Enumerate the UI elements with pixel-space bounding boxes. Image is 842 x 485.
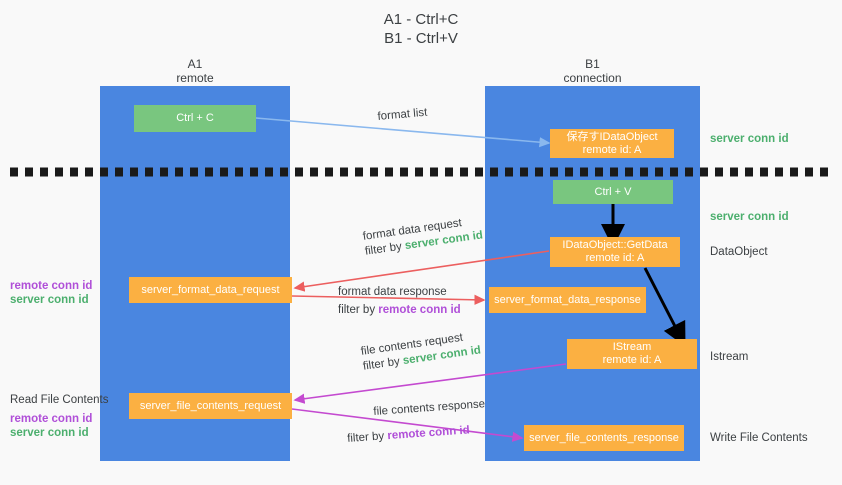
box-idataobject-save-line1: 保存すIDataObject (566, 130, 658, 143)
label-remote-conn-id-1: remote conn id (10, 280, 93, 292)
edge-label-file-contents-request: file contents request filter by server c… (360, 328, 482, 374)
box-server-file-contents-request-label: server_file_contents_request (139, 399, 282, 412)
box-server-file-contents-request[interactable]: server_file_contents_request (129, 393, 292, 419)
column-header-b1-name: B1 (585, 57, 600, 71)
label-server-conn-id-2: server conn id (10, 427, 89, 439)
label-server-conn-id-mid: server conn id (710, 211, 789, 223)
box-ctrl-c[interactable]: Ctrl + C (134, 105, 256, 132)
edge-label-format-list: format list (377, 106, 428, 125)
edge-label-format-data-request: format data request filter by server con… (362, 213, 484, 259)
title-line-2: B1 - Ctrl+V (384, 30, 458, 47)
column-header-a1-name: A1 (187, 57, 203, 71)
label-remote-conn-id-2: remote conn id (10, 413, 93, 425)
edge-label-format-data-response-line1: format data response (338, 286, 447, 298)
box-ctrl-c-label: Ctrl + C (176, 112, 214, 124)
title-line-1: A1 - Ctrl+C (383, 11, 459, 28)
box-idataobject-getdata-line1: IDataObject::GetData (562, 239, 668, 251)
box-server-format-data-response-label: server_format_data_response (494, 293, 641, 306)
label-server-conn-id-1: server conn id (10, 294, 89, 306)
column-header-b1-sub: connection (563, 71, 622, 85)
edge-label-fcresp-prefix: filter by (346, 430, 388, 445)
column-header-a1: A1 remote (100, 57, 290, 85)
edge-label-fcreq-prefix: filter by (362, 355, 404, 373)
edge-label-fdreq-prefix: filter by (364, 240, 406, 258)
label-read-file-contents: Read File Contents (10, 394, 109, 406)
box-server-format-data-request-label: server_format_data_request (141, 283, 280, 296)
column-header-a1-sub: remote (176, 71, 214, 85)
edge-label-fdresp-key: remote conn id (378, 304, 461, 316)
label-dataobject: DataObject (710, 246, 768, 258)
box-idataobject-save[interactable]: 保存すIDataObject remote id: A (550, 129, 674, 158)
edge-label-format-data-response-line2: filter by remote conn id (338, 300, 461, 318)
edge-label-file-contents-response: file contents response filter by remote … (345, 397, 487, 447)
box-server-format-data-request[interactable]: server_format_data_request (129, 277, 292, 303)
label-write-file-contents: Write File Contents (710, 432, 808, 444)
label-server-conn-id-top: server conn id (710, 133, 789, 145)
box-idataobject-getdata[interactable]: IDataObject::GetData remote id: A (550, 237, 680, 267)
box-server-file-contents-response[interactable]: server_file_contents_response (524, 425, 684, 451)
box-ctrl-v[interactable]: Ctrl + V (553, 180, 673, 204)
box-idataobject-getdata-line2: remote id: A (585, 252, 645, 264)
box-idataobject-save-line2: remote id: A (582, 143, 642, 156)
edge-label-fcresp-key: remote conn id (386, 424, 471, 443)
box-istream-line2: remote id: A (602, 354, 662, 366)
label-istream: Istream (710, 351, 749, 363)
edge-label-format-list-text: format list (377, 106, 428, 123)
column-header-b1: B1 connection (485, 57, 700, 85)
label-group-file-conn-ids: remote conn id server conn id (10, 412, 92, 440)
edge-label-fdresp-prefix: filter by (338, 304, 379, 316)
page-title: A1 - Ctrl+C B1 - Ctrl+V (0, 10, 842, 48)
box-server-format-data-response[interactable]: server_format_data_response (489, 287, 646, 313)
edge-label-format-data-response: format data response filter by remote co… (338, 285, 461, 318)
box-istream[interactable]: IStream remote id: A (567, 339, 697, 369)
box-istream-line1: IStream (612, 341, 652, 353)
box-ctrl-v-label: Ctrl + V (594, 185, 632, 198)
box-server-file-contents-response-label: server_file_contents_response (529, 431, 679, 444)
label-group-format-conn-ids: remote conn id server conn id (10, 279, 92, 307)
